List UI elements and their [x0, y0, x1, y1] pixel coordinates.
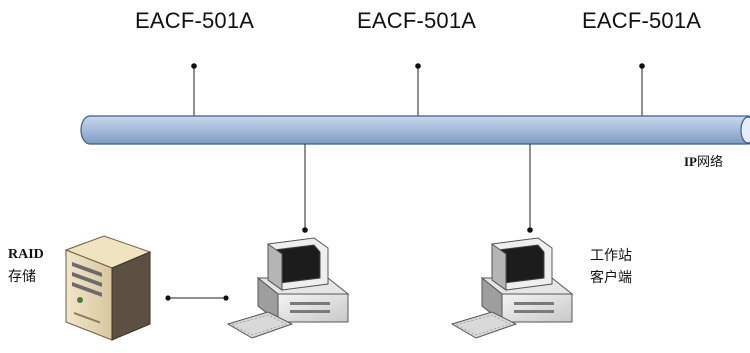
- workstation-label: 工作站 客户端: [590, 245, 632, 289]
- device-label-2: EACF-501A: [357, 8, 477, 33]
- raid-pc-link: [165, 295, 229, 301]
- ip-network-prefix: IP: [684, 154, 697, 169]
- workstation-label-line1: 工作站: [590, 248, 632, 264]
- raid-storage-icon: [64, 235, 152, 341]
- workstation-drop: [527, 144, 533, 233]
- workstation-computer-icon: [450, 237, 574, 339]
- ip-network-suffix: 网络: [697, 155, 724, 170]
- device-drop-3: [639, 63, 645, 116]
- raid-label-line2: 存储: [8, 269, 36, 285]
- ip-network-pipe: [80, 115, 750, 145]
- server-computer-icon: [226, 237, 350, 339]
- ip-network-label: IP网络: [684, 151, 723, 170]
- server-pc-drop: [302, 144, 308, 233]
- device-drop-1: [191, 63, 197, 116]
- raid-label: RAID 存储: [8, 244, 44, 288]
- raid-label-line1: RAID: [8, 247, 44, 262]
- device-label-1: EACF-501A: [135, 8, 255, 33]
- workstation-label-line2: 客户端: [590, 270, 632, 286]
- device-drop-2: [415, 63, 421, 116]
- device-label-3: EACF-501A: [582, 8, 702, 33]
